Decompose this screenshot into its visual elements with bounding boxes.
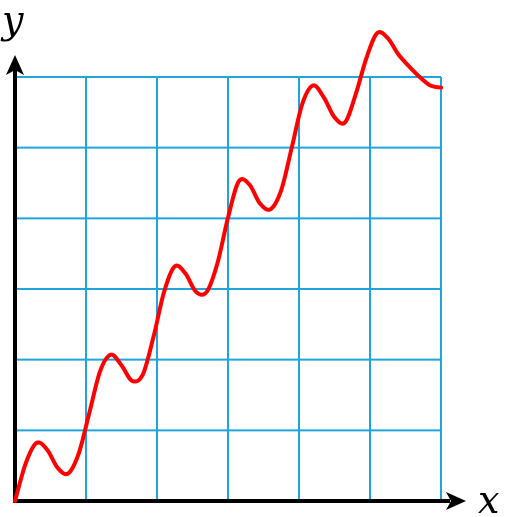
axes [6, 55, 466, 510]
y-axis-label: y [0, 0, 24, 42]
series [13, 30, 443, 503]
series-line-1 [13, 30, 443, 503]
grid [15, 76, 442, 501]
x-axis-label: x [478, 478, 499, 517]
x-axis-arrowhead [446, 492, 466, 510]
y-axis-arrowhead [6, 55, 24, 75]
